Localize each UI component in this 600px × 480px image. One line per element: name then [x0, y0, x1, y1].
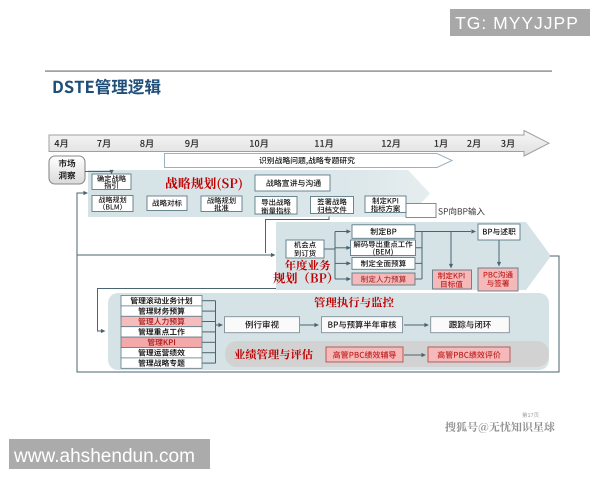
svg-text:www.ahshendun.com: www.ahshendun.com	[13, 446, 195, 467]
svg-text:TG: MYYJJPP: TG: MYYJJPP	[455, 13, 579, 33]
